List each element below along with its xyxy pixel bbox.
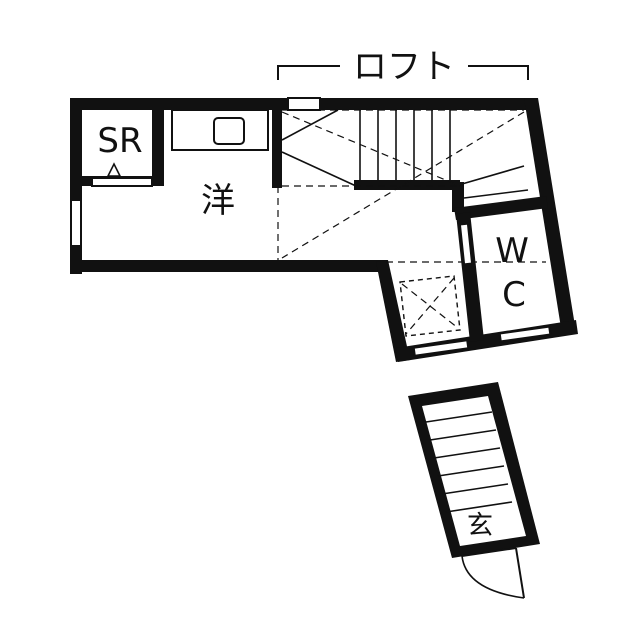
loft-annotation: ロフト: [277, 47, 529, 87]
toilet-label-w: W: [495, 231, 529, 271]
western-room-label: 洋: [201, 181, 235, 221]
north-window: [287, 97, 321, 111]
outer-walls: [70, 98, 578, 362]
entrance-stairs: 玄: [408, 382, 540, 558]
toilet-room: W C: [454, 196, 552, 343]
kitchen-sink: [171, 109, 269, 151]
storage-label: SR: [97, 121, 142, 161]
storage-door-marker: [106, 162, 122, 177]
toilet-door: [458, 222, 474, 266]
laundry-space: [399, 275, 470, 357]
loft-stairs: [281, 109, 529, 259]
west-window: [70, 199, 82, 247]
loft-label: ロフト: [353, 47, 455, 87]
toilet-window: [498, 325, 552, 343]
storage-room: SR: [82, 108, 164, 187]
entrance-label: 玄: [467, 511, 493, 541]
laundry-window: [412, 339, 470, 357]
entrance-door: [461, 547, 525, 599]
toilet-label-c: C: [502, 275, 526, 315]
